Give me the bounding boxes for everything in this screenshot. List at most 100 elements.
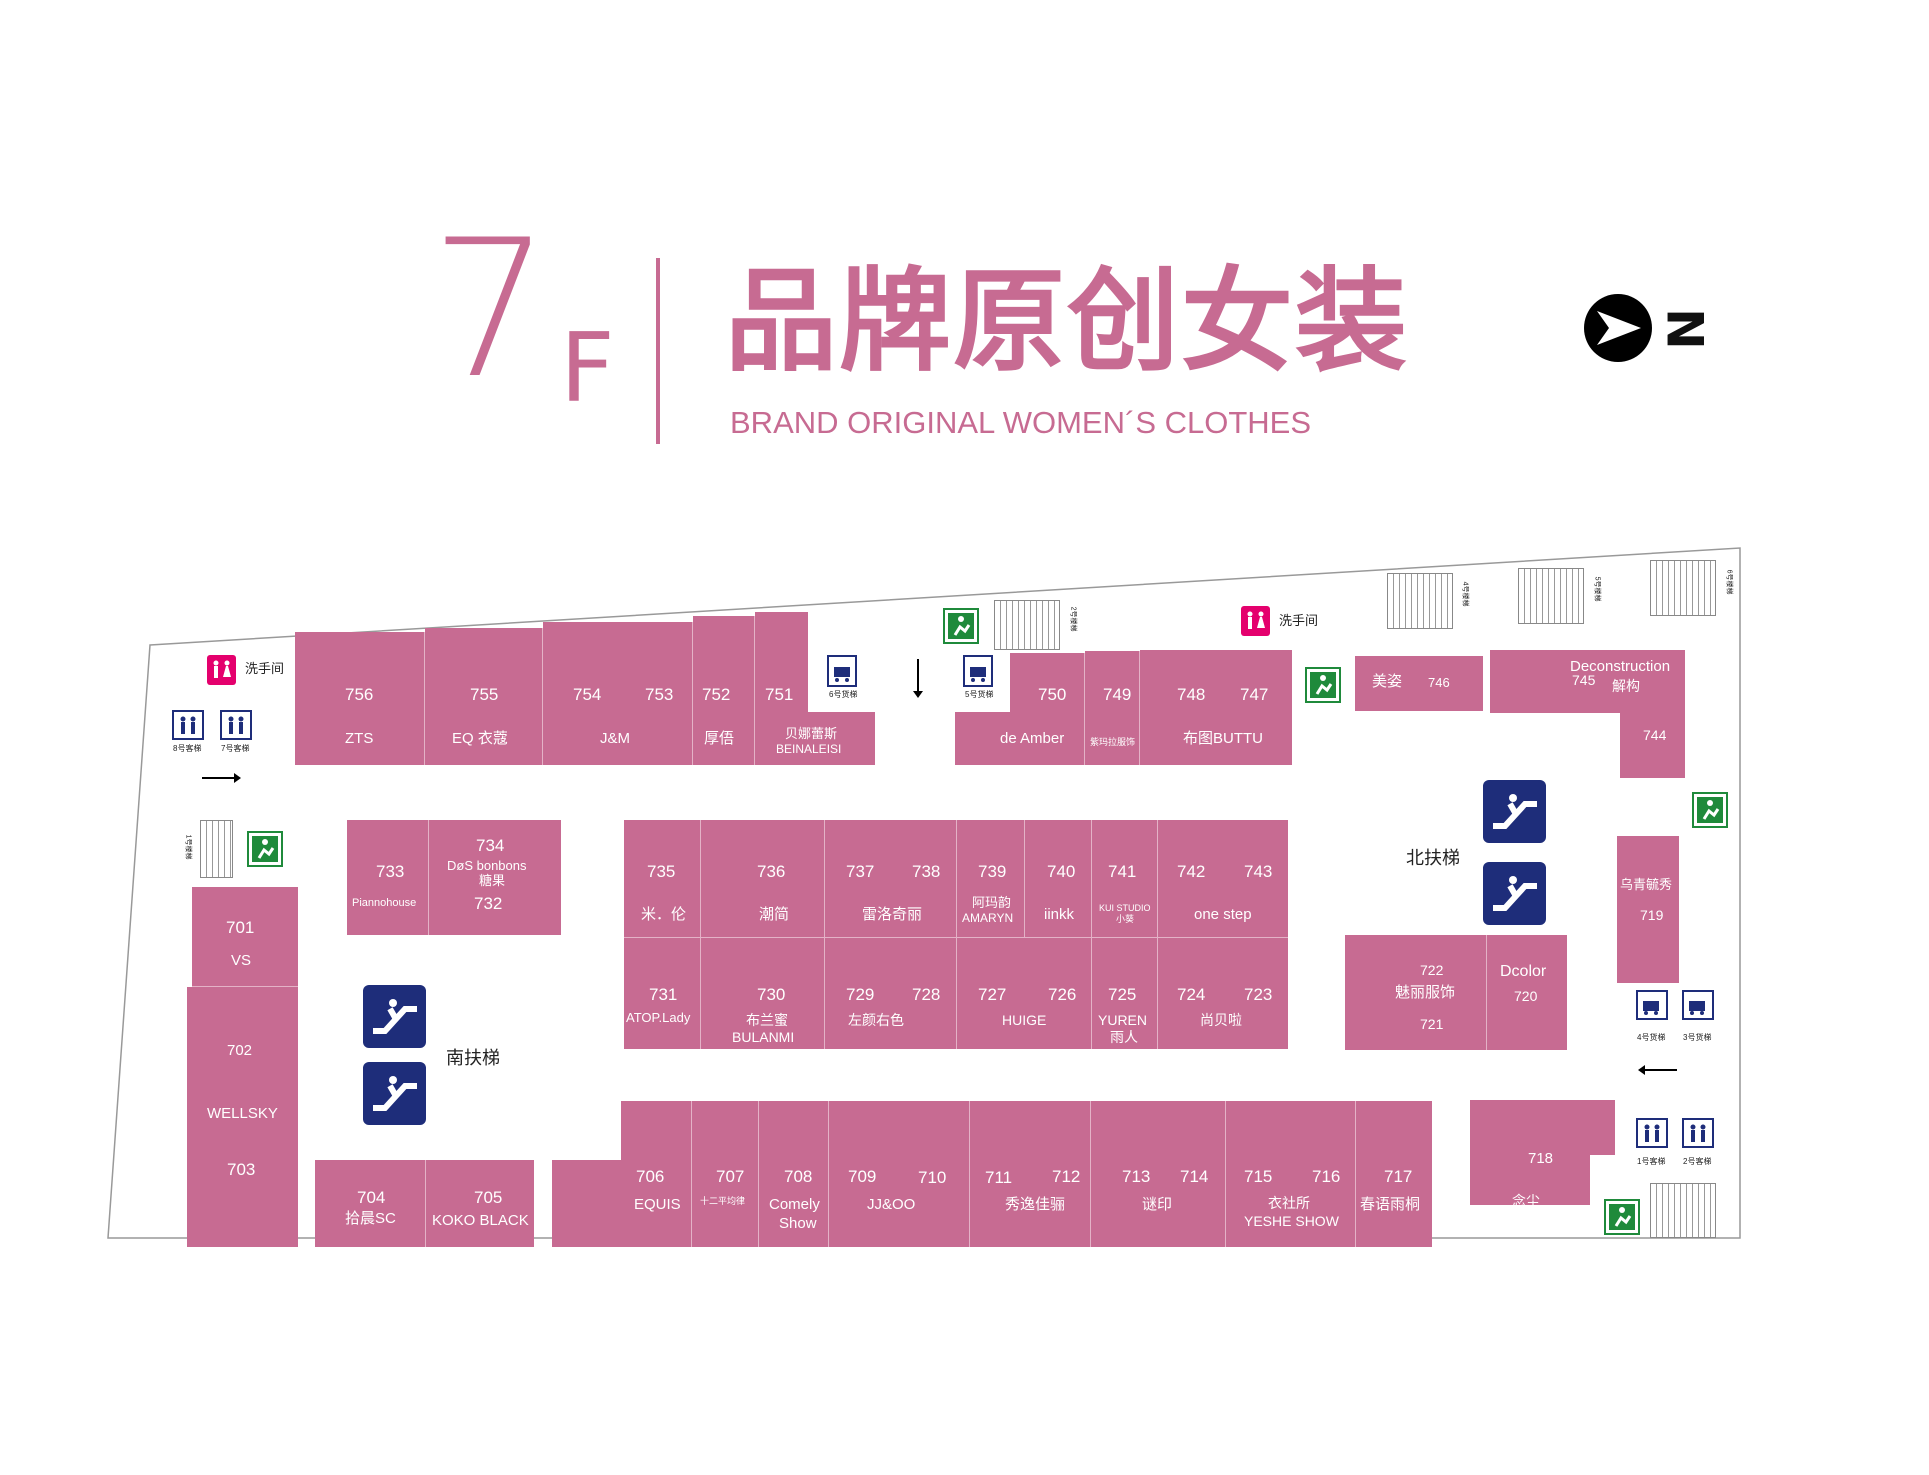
shop-705[interactable]	[426, 1160, 534, 1247]
shop-723-name: 尚贝啦	[1200, 1012, 1242, 1028]
shop-752[interactable]	[693, 616, 755, 765]
shop-709-710[interactable]	[829, 1101, 970, 1247]
escalator-icon[interactable]	[363, 1062, 426, 1125]
shop-731-num: 731	[649, 985, 678, 1004]
shop-746[interactable]	[1355, 656, 1483, 711]
shop-702-703[interactable]	[187, 987, 298, 1247]
shop-714-num: 714	[1180, 1167, 1209, 1186]
shop-706-ext[interactable]	[552, 1160, 622, 1247]
shop-735[interactable]	[624, 820, 701, 937]
stair-4-label: 4号楼梯	[1461, 581, 1469, 607]
shop-737-num: 737	[846, 862, 875, 881]
shop-745-num: 745	[1572, 672, 1596, 688]
shop-754-753[interactable]	[543, 622, 693, 765]
freight-6-label: 6号货梯	[829, 690, 858, 699]
shop-708[interactable]	[759, 1101, 829, 1247]
shop-725-name-cn: 雨人	[1110, 1029, 1138, 1045]
emergency-exit-icon	[1692, 792, 1728, 828]
shop-719[interactable]	[1617, 836, 1679, 983]
shop-740-name: iinkk	[1044, 906, 1075, 923]
shop-736[interactable]	[701, 820, 825, 937]
shop-710-num: 710	[918, 1168, 947, 1187]
shop-744-num: 744	[1643, 727, 1667, 743]
escalator-icon[interactable]	[1483, 862, 1546, 925]
shop-745-name-cn: 解构	[1612, 678, 1640, 694]
shop-707[interactable]	[692, 1101, 759, 1247]
shop-720[interactable]	[1487, 935, 1567, 1050]
shop-731[interactable]	[624, 937, 701, 1049]
shop-706[interactable]	[621, 1101, 692, 1247]
shop-729-728[interactable]	[825, 937, 957, 1049]
shop-736-name: 潮简	[759, 906, 790, 923]
shop-734-name-cn: 糖果	[479, 873, 506, 888]
restroom-label-west: 洗手间	[245, 661, 285, 676]
freight-4-label: 4号货梯	[1637, 1033, 1666, 1042]
shop-718-ext[interactable]	[1470, 1100, 1590, 1205]
shop-739-name-en: AMARYN	[962, 911, 1014, 925]
shop-724-723[interactable]	[1158, 937, 1288, 1049]
shop-720-name: Dcolor	[1500, 963, 1547, 980]
shop-720-num: 720	[1514, 988, 1538, 1004]
shop-713-714[interactable]	[1091, 1101, 1226, 1247]
shop-749[interactable]	[1085, 651, 1140, 765]
elevator-icon	[172, 710, 204, 740]
escalator-icon[interactable]	[363, 985, 426, 1048]
shop-743-num: 743	[1244, 862, 1273, 881]
freight-elevator-icon	[827, 655, 857, 687]
escalator-icon[interactable]	[1483, 780, 1546, 843]
shop-751-ext[interactable]	[755, 712, 875, 765]
shop-734-732[interactable]	[429, 820, 561, 935]
stairs-icon	[1650, 560, 1716, 616]
shop-731-name: ATOP.Lady	[626, 1010, 691, 1025]
shop-755-num: 755	[470, 685, 499, 704]
shop-711-712[interactable]	[970, 1101, 1091, 1247]
shop-718-num: 718	[1528, 1150, 1554, 1167]
shop-748-ext[interactable]	[1140, 710, 1283, 765]
restroom-icon	[1241, 606, 1270, 636]
shop-725[interactable]	[1092, 937, 1158, 1049]
shop-738-name: 雷洛奇丽	[862, 906, 923, 923]
shop-717[interactable]	[1356, 1101, 1432, 1247]
shop-706-num: 706	[636, 1167, 665, 1186]
shop-743-name: one step	[1194, 906, 1252, 923]
shop-704[interactable]	[315, 1160, 426, 1247]
lift-2-label: 2号客梯	[1683, 1157, 1712, 1166]
freight-elevator-icon	[1636, 990, 1668, 1020]
shop-701[interactable]	[192, 887, 298, 987]
shop-716-name: 衣社所	[1268, 1195, 1310, 1211]
shop-739[interactable]	[957, 820, 1025, 937]
shop-737-738[interactable]	[825, 820, 957, 937]
shop-727-726[interactable]	[957, 937, 1092, 1049]
shop-722-name: 魅丽服饰	[1395, 984, 1456, 1001]
shop-730-name-en: BULANMI	[732, 1029, 795, 1045]
stair-1-label: 1号楼梯	[184, 834, 192, 860]
freight-5-label: 5号货梯	[965, 690, 994, 699]
shop-742-num: 742	[1177, 862, 1206, 881]
shop-703-num: 703	[227, 1160, 256, 1179]
shop-740[interactable]	[1025, 820, 1092, 937]
shop-727-num: 727	[978, 985, 1007, 1004]
shop-725-name: YUREN	[1098, 1012, 1148, 1028]
shop-722-721[interactable]	[1345, 935, 1487, 1050]
shop-744[interactable]	[1620, 650, 1685, 778]
shop-739-name: 阿玛韵	[972, 895, 1012, 910]
stairs-icon	[1650, 1183, 1716, 1238]
shop-750-ext[interactable]	[955, 712, 1085, 765]
north-escalator-label: 北扶梯	[1406, 848, 1460, 868]
shop-728-name: 左颜右色	[848, 1012, 904, 1028]
stairs-icon	[1387, 573, 1453, 629]
shop-756[interactable]	[295, 632, 425, 765]
shop-742-743[interactable]	[1158, 820, 1288, 937]
shop-701-num: 701	[226, 918, 255, 937]
shop-733[interactable]	[347, 820, 429, 935]
emergency-exit-icon	[1604, 1199, 1640, 1235]
shop-715-716[interactable]	[1226, 1101, 1356, 1247]
shop-755[interactable]	[425, 628, 543, 765]
shop-730[interactable]	[701, 937, 825, 1049]
shop-746-name: 美姿	[1372, 673, 1403, 690]
shop-741[interactable]	[1092, 820, 1158, 937]
elevator-icon	[1636, 1118, 1668, 1148]
shop-751-num: 751	[765, 685, 794, 704]
shop-716-name-en: YESHE SHOW	[1244, 1213, 1339, 1229]
